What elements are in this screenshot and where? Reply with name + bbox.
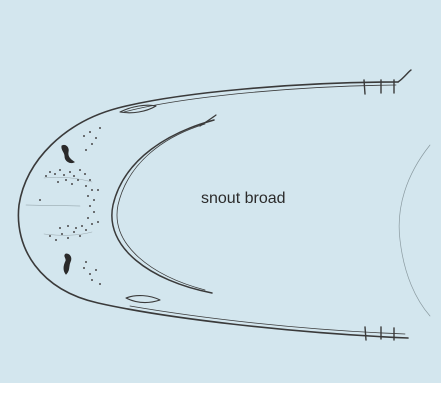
nostril-top [62,145,74,162]
gill-slit-top-4 [398,70,411,82]
gill-slit-top-1 [364,80,365,94]
head-outline-lower-stroke [130,306,405,334]
body-cross-section-curve [399,145,430,316]
snout-faint-line-bottom [44,232,92,235]
illustration-panel: snout broad [0,0,441,383]
snout-midline [26,205,80,206]
nostril-bottom [64,254,71,274]
eye-bottom [126,296,160,303]
mouth-line-inner [117,124,205,290]
snout-faint-line-top [44,177,92,182]
snout-broad-label: snout broad [201,190,286,208]
gill-slit-bottom-1 [365,327,366,340]
mouth-line [112,120,214,293]
